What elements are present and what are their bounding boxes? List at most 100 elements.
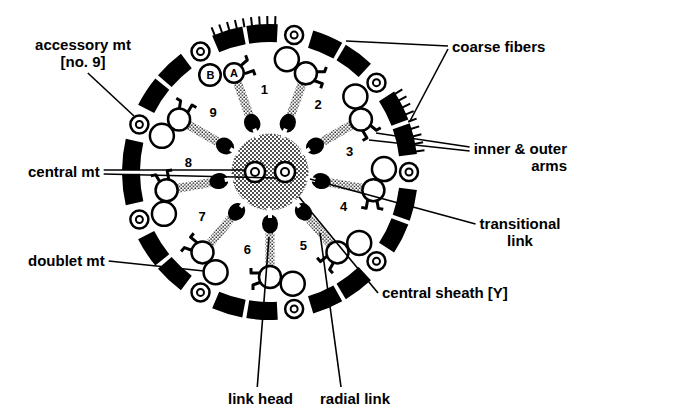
fiber-rib — [399, 96, 407, 100]
label-holder: radial link — [320, 390, 390, 407]
part-label: coarse fibers — [452, 38, 545, 55]
tubule-inner — [281, 168, 289, 176]
callout-number: 6 — [244, 242, 251, 257]
link-head — [213, 134, 237, 157]
transitional-link — [280, 128, 287, 139]
tubule-circle: A — [223, 62, 245, 84]
subfiber-letter: B — [198, 63, 222, 87]
leader-line — [299, 197, 378, 293]
transitional-link — [268, 208, 272, 218]
leader-line — [320, 233, 341, 387]
fiber-rib — [243, 18, 245, 27]
leader-line — [257, 237, 269, 387]
part-label: central sheath [Y] — [382, 284, 508, 301]
tubule-inner — [197, 48, 204, 55]
subfiber-b — [152, 202, 176, 226]
tubule-outer — [192, 283, 210, 301]
fiber-rib — [402, 104, 410, 108]
coarse-fiber — [337, 267, 371, 299]
inner-arm — [188, 105, 197, 113]
tubule-inner — [197, 289, 204, 296]
tubule-inner — [291, 32, 298, 39]
fiber-rib — [411, 126, 420, 129]
label-holder: doublet mt — [28, 252, 105, 269]
callout-number: 5 — [300, 238, 307, 253]
fiber-rib — [258, 16, 261, 25]
inner-arm — [317, 256, 327, 262]
callout-number-holder: 7 — [198, 210, 205, 224]
outer-arm — [377, 200, 383, 209]
tubule-outer — [130, 211, 148, 229]
radial-link — [176, 178, 211, 193]
tubule-inner — [373, 79, 380, 86]
subfiber-a — [192, 241, 214, 263]
inner-arm — [251, 268, 260, 273]
part-label: transitional link — [480, 215, 561, 249]
subfiber-b — [347, 231, 371, 255]
leader-line — [104, 169, 244, 171]
transitional-link — [300, 147, 311, 155]
outer-arm — [316, 67, 326, 72]
part-label: radial link — [320, 390, 390, 407]
inner-arm — [362, 130, 367, 140]
callout-number: 7 — [198, 209, 205, 224]
part-label: doublet mt — [28, 252, 105, 269]
link-head — [303, 134, 327, 157]
coarse-fiber — [122, 174, 143, 205]
coarse-fiber — [122, 139, 143, 170]
part-label: central mt — [28, 163, 100, 180]
callout-number-holder: 4 — [340, 200, 347, 214]
tubule-outer — [192, 43, 210, 61]
coarse-fiber — [379, 218, 408, 252]
coarse-fiber — [212, 292, 245, 318]
subfiber-b — [372, 157, 396, 181]
callout-number: 1 — [261, 82, 268, 97]
coarse-fiber — [138, 78, 169, 113]
label-holder: accessory mt [no. 9] — [28, 36, 138, 70]
tubule-inner — [136, 121, 143, 128]
coarse-fiber — [308, 30, 342, 58]
fiber-rib — [266, 16, 268, 25]
coarse-fiber — [379, 91, 408, 125]
leader-line — [310, 179, 476, 224]
tubule-outer — [130, 115, 148, 133]
outer-arm — [370, 125, 381, 130]
transitional-link — [292, 198, 301, 208]
fiber-rib — [235, 20, 237, 29]
leader-line — [109, 261, 204, 271]
outer-arm — [241, 55, 247, 65]
label-holder: inner & outer arms — [452, 140, 567, 174]
coarse-fiber — [308, 285, 342, 313]
tubule-outer — [245, 162, 265, 182]
outer-arm — [253, 282, 261, 290]
callout-number-holder: 2 — [315, 98, 322, 112]
tubule-outer — [285, 26, 303, 44]
fiber-rib — [413, 134, 422, 136]
transitional-link — [239, 198, 248, 208]
part-label: accessory mt [no. 9] — [35, 36, 131, 70]
radial-link — [321, 121, 355, 146]
subfiber-letter: A — [223, 62, 245, 84]
callout-number-holder: 8 — [185, 156, 192, 170]
subfiber-b — [204, 260, 228, 284]
inner-arm — [191, 233, 198, 243]
callout-number: 2 — [315, 97, 322, 112]
subfiber-a — [259, 266, 281, 288]
leader-line — [376, 133, 470, 147]
fiber-rib — [212, 27, 215, 35]
inner-arm — [361, 199, 367, 208]
transitional-link — [229, 147, 240, 155]
label-holder: coarse fibers — [452, 38, 545, 55]
central-sheath — [232, 134, 308, 210]
label-holder: transitional link — [470, 215, 570, 249]
link-head — [241, 111, 263, 134]
part-label: inner & outer arms — [474, 140, 567, 174]
fiber-rib — [408, 119, 416, 122]
callout-number: 4 — [340, 199, 347, 214]
callout-number-holder: 5 — [300, 239, 307, 253]
coarse-fiber — [158, 257, 192, 290]
outer-arm — [176, 98, 180, 109]
part-label: link head — [228, 390, 293, 407]
outer-arm — [181, 248, 192, 252]
